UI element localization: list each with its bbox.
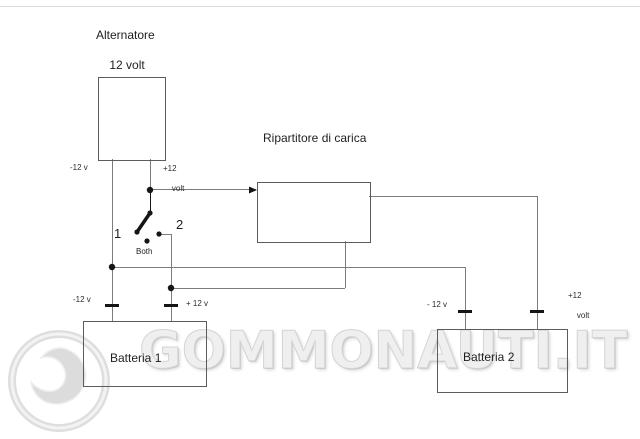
terminal-bar-battery1-negative (105, 304, 119, 307)
wire-battery1-positive (171, 234, 172, 304)
switch-lever (135, 211, 152, 234)
label-battery1-negative: -12 v (73, 295, 91, 304)
watermark-text: GOMMONAUTI.IT (138, 321, 628, 382)
battery1-box (83, 321, 207, 387)
wire-negative-bus (112, 267, 465, 268)
label-alternator-negative: -12 v (70, 163, 88, 172)
wire-splitter-output2 (369, 196, 537, 197)
wire-switch-common-stem (150, 190, 151, 213)
alternator-label-line1: Alternatore (96, 28, 155, 42)
top-border-line (0, 6, 640, 7)
splitter-label: Ripartitore di carica (263, 131, 367, 145)
label-battery2-positive-line1: +12 (568, 291, 582, 300)
label-battery2-positive: +12 volt (568, 291, 589, 321)
watermark: GOMMONAUTI.IT (0, 321, 640, 439)
logo-swirl (29, 347, 87, 405)
wire-battery2-negative-stub (465, 312, 466, 329)
wire-splitter-bottom (345, 241, 346, 288)
wire-alternator-positive (150, 159, 151, 190)
alternator-label-line2: 12 volt (109, 58, 145, 72)
charge-splitter-box (257, 182, 371, 243)
battery2-box (437, 329, 568, 393)
junction-dot-alternator-positive (146, 186, 154, 194)
junction-dot-negative-bus (108, 263, 116, 271)
splitter-input-arrow-icon (249, 186, 257, 194)
battery1-label: Batteria 1 (110, 351, 162, 365)
terminal-bar-battery1-positive (164, 304, 178, 307)
switch-both-label: Both (136, 247, 153, 256)
junction-dot-battery1-positive (167, 284, 175, 292)
label-battery1-positive: + 12 v (186, 299, 209, 308)
switch-pivot-dot (147, 210, 153, 216)
terminal-bar-battery2-positive (530, 310, 544, 313)
label-battery2-negative: - 12 v (427, 300, 448, 309)
label-alternator-positive-line1: +12 (163, 164, 177, 173)
alternator-box (98, 77, 166, 161)
logo-ring-highlight (10, 332, 108, 430)
terminal-bar-battery2-negative (458, 310, 472, 313)
wire-battery2-positive-stub (537, 312, 538, 329)
battery2-label: Batteria 2 (463, 350, 515, 364)
switch-terminal1-dot (134, 229, 140, 235)
label-alternator-positive-line2: volt (171, 184, 185, 193)
wire-battery1-negative-stub (112, 307, 113, 321)
switch-position1-label: 1 (114, 226, 122, 241)
label-alternator-positive: +12 volt (163, 164, 184, 194)
switch-terminal-both-dot (144, 238, 150, 244)
wire-to-splitter-input (150, 189, 256, 190)
wire-splitter-output1 (171, 288, 345, 289)
label-battery2-positive-line2: volt (576, 311, 590, 320)
switch-position2-label: 2 (176, 217, 184, 232)
wire-battery2-negative (465, 267, 466, 310)
wire-switch-terminal2-out (159, 234, 172, 235)
switch-terminal2-dot (156, 231, 162, 237)
wire-alternator-negative (112, 159, 113, 304)
wire-battery2-positive (537, 196, 538, 310)
wire-battery1-positive-stub (171, 307, 172, 321)
alternator-label: Alternatore 12 volt (96, 28, 155, 73)
gommonauti-logo-icon (8, 330, 110, 432)
